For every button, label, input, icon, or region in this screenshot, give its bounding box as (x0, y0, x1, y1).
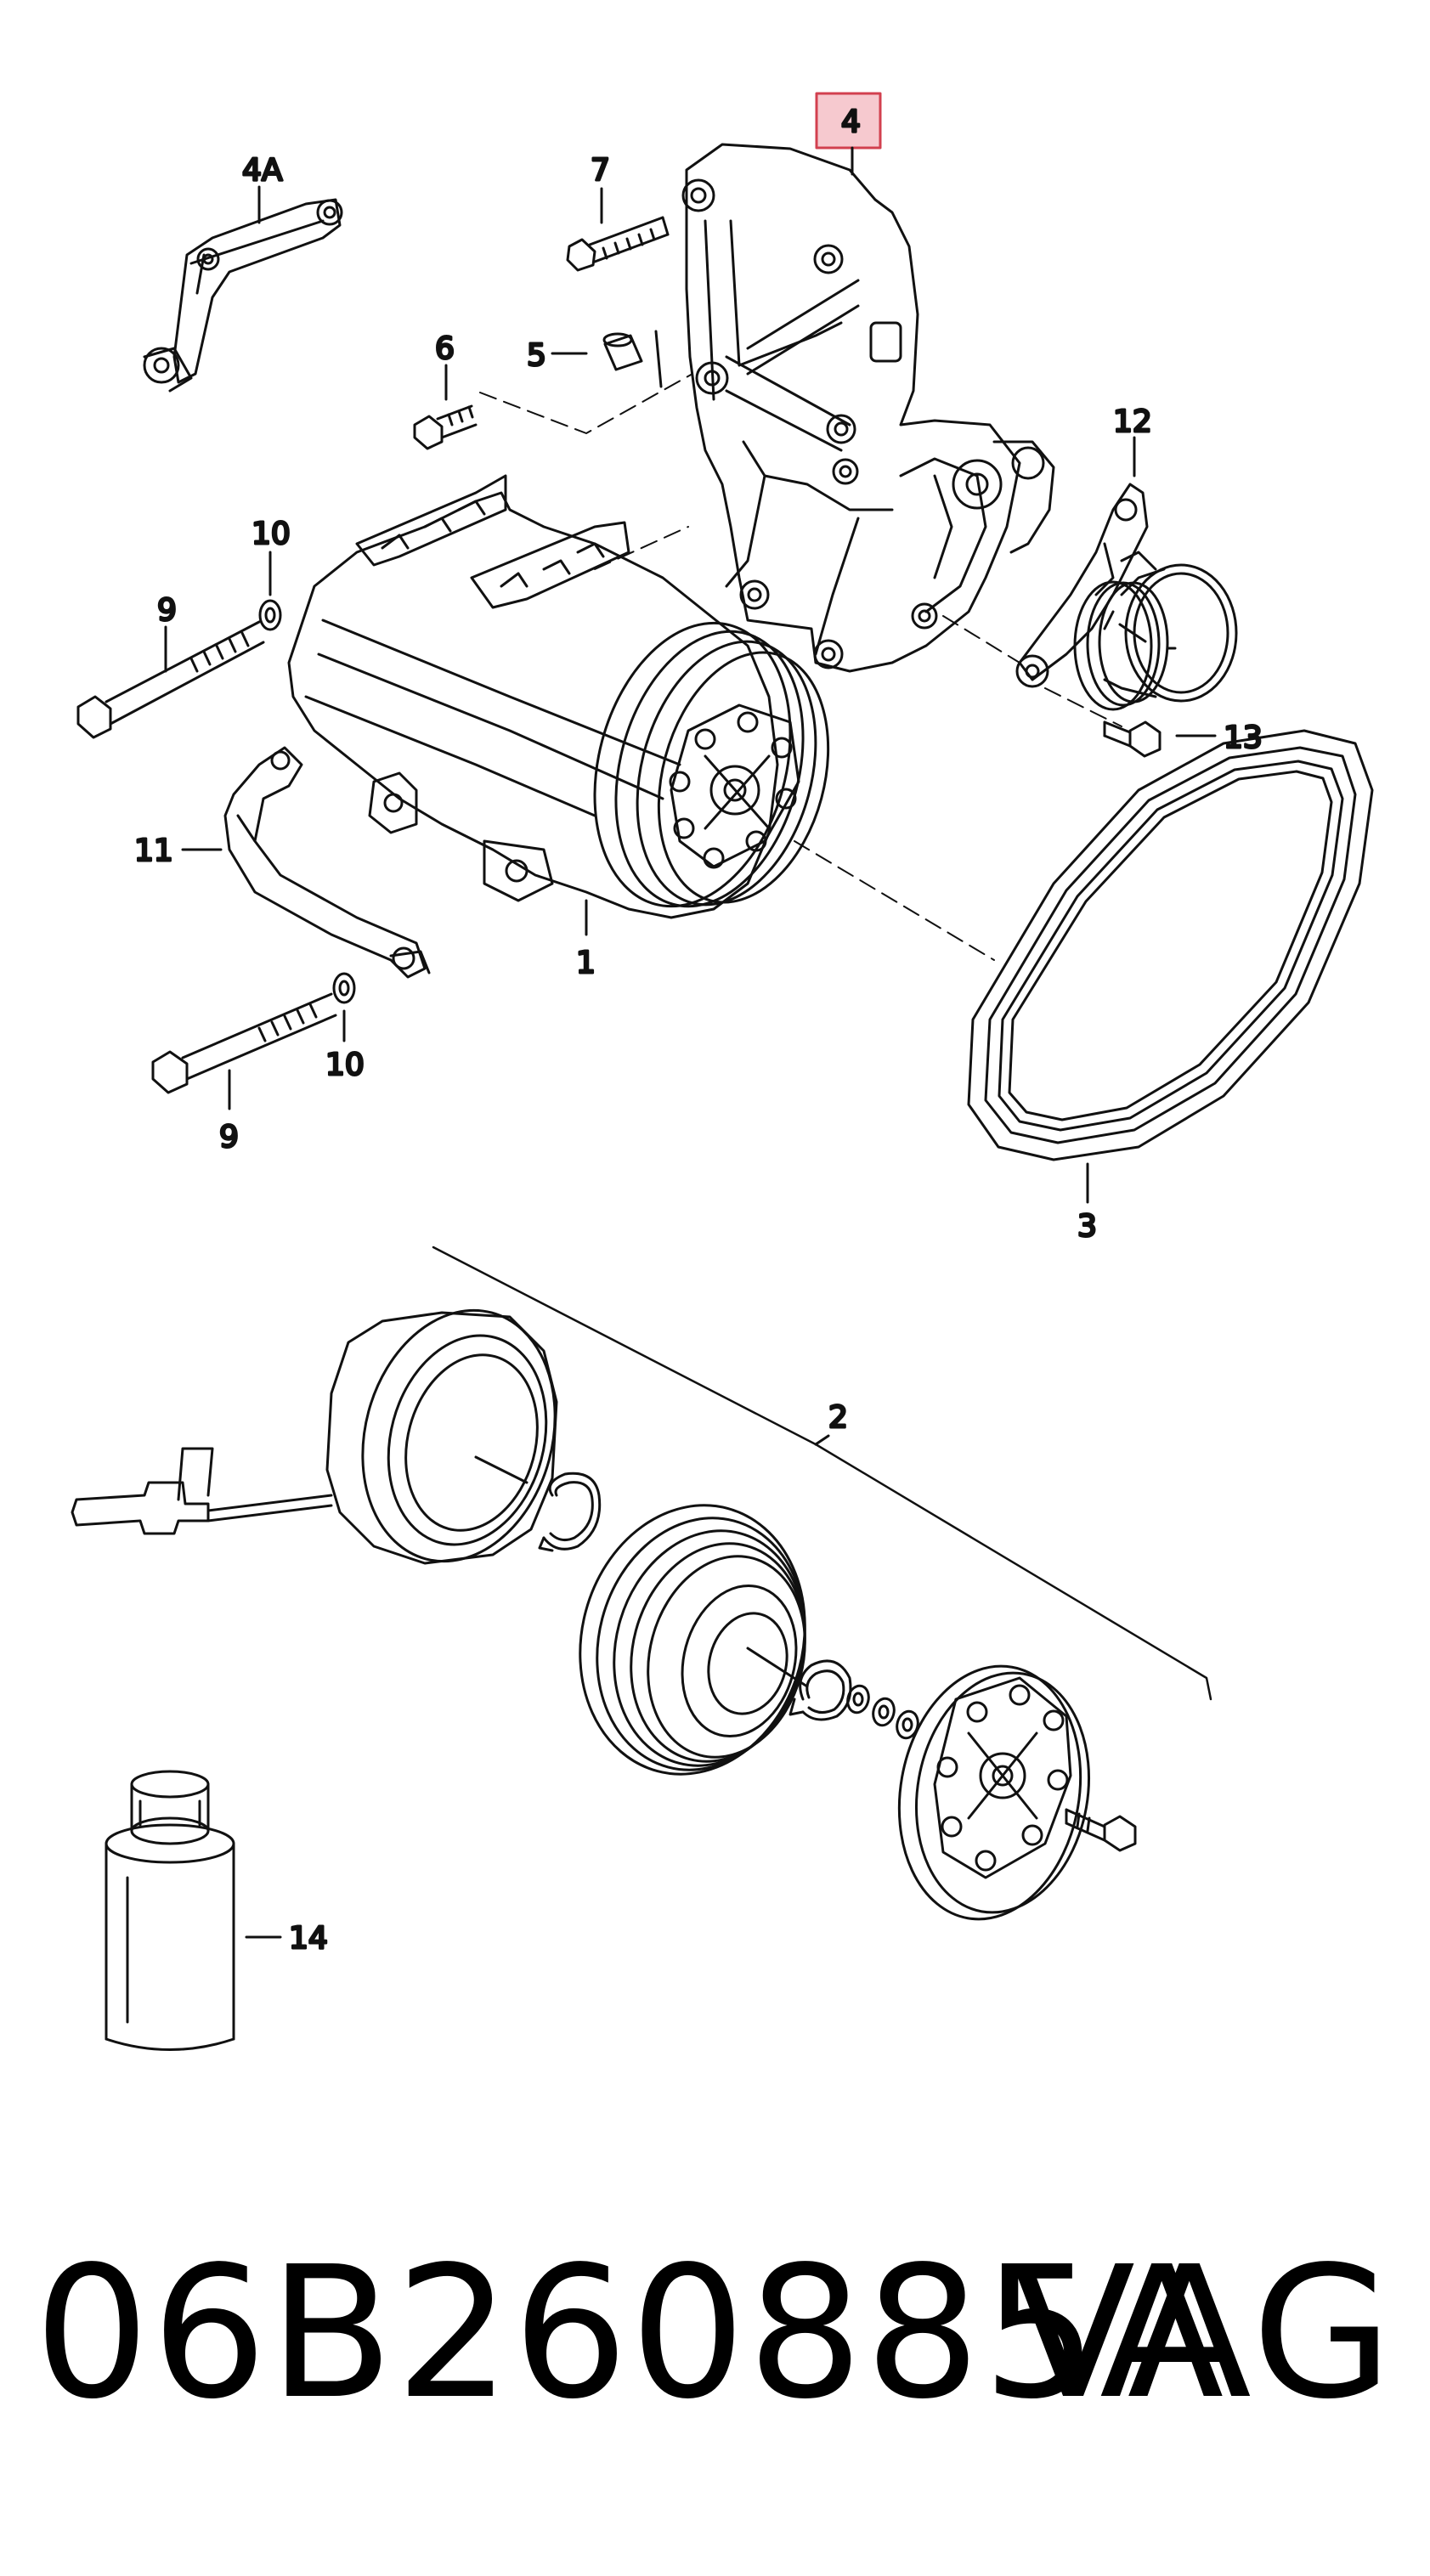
circlip-large (788, 1659, 852, 1721)
dash-belt (794, 840, 995, 961)
label-7: 7 (591, 153, 610, 188)
part-number: 06B260885A (34, 2228, 1226, 2439)
tensioner-12 (1015, 483, 1238, 711)
label-3: 3 (1077, 1209, 1097, 1244)
bolt-6 (413, 404, 478, 450)
label-9-bottom: 9 (219, 1120, 239, 1155)
label-1: 1 (576, 946, 596, 980)
center-bolt (1065, 1808, 1137, 1852)
label-13: 13 (1224, 720, 1263, 755)
label-11: 11 (134, 833, 173, 868)
dash-bracket (594, 526, 689, 570)
washer-10-bottom (332, 972, 356, 1004)
clutch-coil (325, 1308, 558, 1565)
label-10-bottom: 10 (325, 1048, 365, 1082)
coil-connector (71, 1447, 333, 1535)
belt-3 (967, 729, 1374, 1161)
label-14: 14 (289, 1921, 328, 1956)
sleeve-5 (602, 330, 663, 388)
bolt-9-top (76, 620, 265, 739)
circlip-small (538, 1472, 602, 1552)
bracket-4 (681, 143, 1055, 673)
clutch-plate (897, 1664, 1091, 1921)
label-4a: 4A (242, 153, 283, 188)
assembly-bracket-2 (432, 1246, 1212, 1701)
leader-2 (814, 1434, 830, 1446)
bolt-13 (1103, 720, 1162, 758)
bolt-7 (566, 216, 670, 272)
compressor-1 (287, 474, 830, 919)
label-6: 6 (435, 331, 455, 366)
label-10-top: 10 (252, 517, 291, 551)
oil-can-14 (105, 1770, 235, 2051)
clutch-pulley (579, 1504, 809, 1776)
dash-12 (942, 615, 1122, 727)
dash-6 (479, 373, 693, 434)
shims (846, 1684, 919, 1740)
washer-10-top (258, 599, 282, 631)
label-12: 12 (1113, 404, 1152, 439)
brand-name: VAG (1010, 2228, 1396, 2439)
label-5: 5 (527, 338, 546, 373)
label-2: 2 (828, 1400, 848, 1435)
label-9-top: 9 (157, 593, 177, 628)
label-4: 4 (841, 105, 861, 139)
support-11 (223, 746, 431, 979)
bolt-9-bottom (151, 992, 337, 1094)
bracket-4a (143, 198, 343, 393)
highlight-box-4 (815, 92, 882, 150)
